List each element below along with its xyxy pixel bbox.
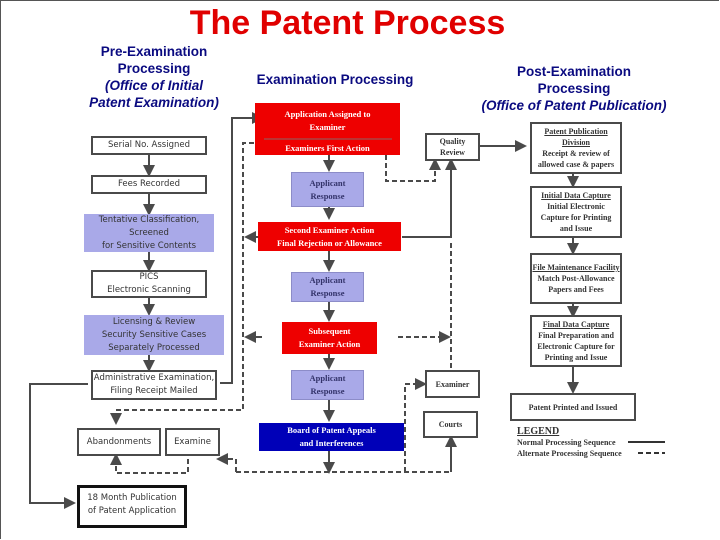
step-serial-assigned: Serial No. Assigned bbox=[91, 136, 207, 155]
step-heading: File Maintenance Facility bbox=[532, 263, 620, 272]
post-exam-subtitle: (Office of Patent Publication) bbox=[481, 98, 667, 113]
step-first-action: Examiners First Action bbox=[285, 143, 370, 153]
step-label: Fees Recorded bbox=[117, 179, 180, 189]
step-body: Electronic Capture for bbox=[537, 342, 615, 351]
step-label: Applicant bbox=[309, 275, 346, 285]
step-final-data-capture: Final Data Capture Final Preparation and… bbox=[530, 315, 622, 367]
step-label: Response bbox=[310, 288, 345, 298]
step-label: Patent Printed and Issued bbox=[528, 402, 618, 412]
post-exam-title: Post-Examination Processing bbox=[516, 64, 632, 96]
step-label: Board of Patent Appeals bbox=[287, 425, 376, 435]
examiner-box: Examiner bbox=[425, 370, 480, 398]
courts-box: Courts bbox=[423, 411, 478, 438]
step-administrative-examination: Administrative Examination, Filing Recei… bbox=[91, 370, 217, 400]
step-label: Licensing & Review bbox=[112, 316, 196, 327]
step-label: Tentative Classification, bbox=[98, 214, 200, 225]
arrow-admin-to-assigned bbox=[220, 112, 264, 384]
step-label: Administrative Examination, bbox=[93, 373, 215, 383]
step-body: Papers and Fees bbox=[548, 285, 604, 294]
step-subsequent-examiner-action: Subsequent Examiner Action bbox=[282, 322, 377, 354]
alt-first-action-to-quality bbox=[385, 155, 441, 182]
quality-label: Quality bbox=[439, 137, 466, 146]
legend: LEGEND Normal Processing Sequence Altern… bbox=[517, 426, 697, 459]
step-label: and Interferences bbox=[299, 438, 364, 448]
step-body: Capture for Printing bbox=[540, 213, 612, 222]
exam-title: Examination Processing bbox=[256, 72, 414, 87]
pre-exam-title: Pre-Examination Processing bbox=[100, 44, 208, 76]
step-label: Examiner bbox=[309, 122, 346, 132]
step-body: Match Post-Allowance bbox=[537, 274, 615, 283]
step-applicant-response-1: Applicant Response bbox=[291, 172, 364, 207]
step-label: Second Examiner Action bbox=[284, 224, 375, 235]
divider bbox=[263, 138, 392, 140]
quality-review-box: Quality Review bbox=[425, 133, 480, 161]
step-patent-printed-issued: Patent Printed and Issued bbox=[510, 393, 636, 421]
publication-label: of Patent Application bbox=[87, 506, 177, 516]
alt-board-to-examiner bbox=[404, 378, 427, 472]
step-applicant-response-2: Applicant Response bbox=[291, 272, 364, 302]
step-label: Electronic Scanning bbox=[107, 285, 191, 295]
legend-title: LEGEND bbox=[517, 426, 560, 437]
step-label: Final Rejection or Allowance bbox=[277, 237, 382, 248]
step-file-maintenance: File Maintenance Facility Match Post-All… bbox=[530, 253, 622, 304]
step-licensing-review: Licensing & Review Security Sensitive Ca… bbox=[84, 315, 224, 355]
step-second-examiner-action: Second Examiner Action Final Rejection o… bbox=[258, 222, 401, 251]
step-label: Filing Receipt Mailed bbox=[110, 386, 198, 396]
publication-18-month-box: 18 Month Publication of Patent Applicati… bbox=[77, 485, 187, 528]
step-label: Examiner Action bbox=[298, 339, 361, 349]
legend-normal-label: Normal Processing Sequence bbox=[517, 438, 616, 447]
step-body: Initial Electronic bbox=[547, 202, 605, 211]
step-body: allowed case & papers bbox=[537, 160, 615, 169]
step-body: and Issue bbox=[559, 224, 593, 233]
step-label: Security Sensitive Cases bbox=[101, 329, 207, 340]
legend-alternate-label: Alternate Processing Sequence bbox=[517, 449, 622, 458]
quality-label: Review bbox=[440, 148, 465, 157]
step-tentative-classification: Tentative Classification, Screened for S… bbox=[84, 214, 214, 252]
step-pics-scanning: PICS Electronic Scanning bbox=[91, 270, 207, 298]
step-label: Response bbox=[310, 386, 345, 396]
step-body: Printing and Issue bbox=[544, 353, 608, 362]
step-label: Response bbox=[310, 190, 345, 201]
step-heading: Initial Data Capture bbox=[541, 191, 611, 200]
arrow-second-to-quality bbox=[402, 158, 457, 238]
alt-first-action-to-abandonments bbox=[110, 142, 262, 425]
step-application-assigned: Application Assigned to Examiner Examine… bbox=[255, 103, 400, 155]
pre-exam-subtitle: (Office of Initial Patent Examination) bbox=[89, 78, 219, 110]
step-heading: Final Data Capture bbox=[542, 320, 610, 329]
examine-label: Examine bbox=[174, 436, 211, 447]
step-label: Applicant bbox=[309, 177, 346, 188]
step-board-of-appeals: Board of Patent Appeals and Interference… bbox=[259, 423, 404, 451]
publication-label: 18 Month Publication bbox=[87, 493, 177, 503]
step-label: PICS bbox=[139, 272, 159, 282]
step-label: for Sensitive Contents bbox=[101, 240, 197, 251]
alt-examine-to-abandonments bbox=[110, 451, 189, 474]
step-label: Screened bbox=[129, 227, 169, 238]
courts-label: Courts bbox=[438, 420, 463, 429]
alt-bottom-to-examine bbox=[216, 453, 237, 472]
examine-box: Examine bbox=[165, 428, 220, 456]
step-body: Receipt & review of bbox=[542, 149, 610, 158]
step-body: Final Preparation and bbox=[538, 331, 614, 340]
step-applicant-response-3: Applicant Response bbox=[291, 370, 364, 400]
step-label: Separately Processed bbox=[108, 342, 200, 353]
abandonments-label: Abandonments bbox=[86, 436, 152, 447]
step-label: Subsequent bbox=[308, 326, 351, 336]
step-label: Applicant bbox=[309, 373, 346, 383]
pre-exam-heading: Pre-Examination Processing (Office of In… bbox=[84, 43, 224, 111]
arrow-admin-to-publication bbox=[29, 383, 88, 509]
exam-heading: Examination Processing bbox=[250, 71, 420, 88]
post-exam-heading: Post-Examination Processing (Office of P… bbox=[476, 63, 672, 114]
examiner-label: Examiner bbox=[435, 379, 470, 389]
page-title: The Patent Process bbox=[189, 4, 506, 42]
step-label: Application Assigned to bbox=[284, 109, 371, 119]
step-initial-data-capture: Initial Data Capture Initial Electronic … bbox=[530, 186, 622, 238]
step-patent-publication-division: Patent Publication Division Receipt & re… bbox=[530, 122, 622, 174]
abandonments-box: Abandonments bbox=[77, 428, 161, 456]
step-fees-recorded: Fees Recorded bbox=[91, 175, 207, 194]
step-heading: Patent Publication Division bbox=[544, 127, 608, 147]
step-label: Serial No. Assigned bbox=[107, 140, 190, 150]
